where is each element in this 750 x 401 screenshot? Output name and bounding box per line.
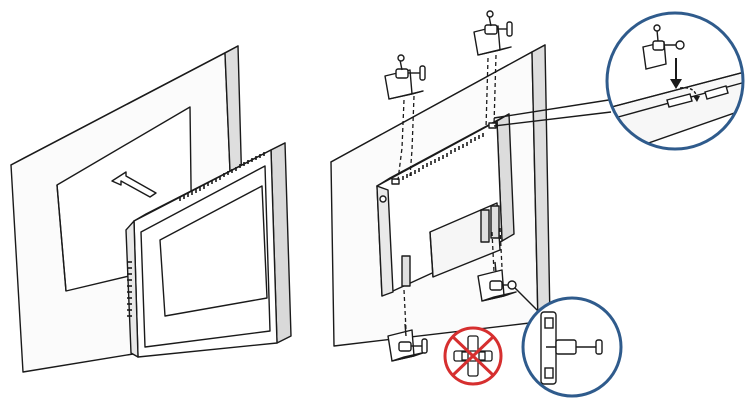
callout-leader	[493, 98, 616, 119]
guide-lines	[397, 54, 503, 331]
callout-detail-snap	[605, 11, 745, 151]
vent-slots	[179, 152, 265, 201]
step-insert-panel	[10, 45, 292, 373]
callout-leader	[514, 287, 540, 313]
down-arrow-icon	[670, 58, 682, 89]
mounting-bracket	[642, 24, 685, 70]
mounting-bracket	[387, 323, 428, 362]
arrow-icon	[111, 171, 157, 198]
callout-detail-bracket	[521, 296, 623, 398]
prohibited-icon	[443, 326, 503, 386]
mounting-bracket	[384, 54, 426, 100]
side-vents	[127, 261, 132, 317]
callout-leader	[493, 111, 612, 127]
vent-slots	[402, 133, 484, 180]
hmi-panel	[125, 142, 292, 358]
mounting-bracket	[473, 10, 513, 56]
mounting-bracket	[477, 261, 517, 302]
step-attach-brackets	[330, 10, 616, 362]
